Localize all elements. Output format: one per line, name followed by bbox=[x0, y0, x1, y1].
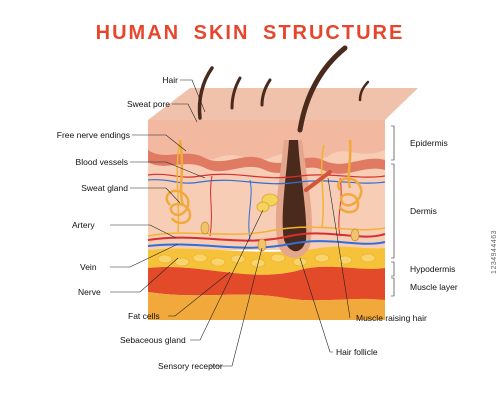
label-dermis: Dermis bbox=[410, 206, 437, 216]
label-fat-cells: Fat cells bbox=[128, 311, 160, 321]
label-sebaceous-gland: Sebaceous gland bbox=[120, 335, 186, 345]
arrector-pili-muscle bbox=[304, 170, 332, 192]
label-hypodermis: Hypodermis bbox=[410, 264, 456, 274]
label-sweat-pore: Sweat pore bbox=[127, 99, 170, 109]
label-epidermis: Epidermis bbox=[410, 138, 448, 148]
label-vein: Vein bbox=[80, 262, 97, 272]
label-sensory-receptor: Sensory receptor bbox=[158, 361, 223, 371]
label-sweat-gland: Sweat gland bbox=[81, 183, 128, 193]
leader-lines bbox=[110, 79, 395, 367]
label-hair: Hair bbox=[162, 75, 178, 85]
image-id-credit: 1234944463 bbox=[491, 230, 498, 274]
sweat-glands bbox=[165, 139, 363, 225]
block-front-face bbox=[148, 88, 418, 320]
sensory-receptors bbox=[200, 221, 360, 252]
label-muscle-layer: Muscle layer bbox=[410, 282, 458, 292]
diagram-title: HUMAN SKIN STRUCTURE bbox=[95, 22, 405, 44]
label-artery: Artery bbox=[72, 220, 95, 230]
label-nerve: Nerve bbox=[78, 287, 101, 297]
label-free-nerve-endings: Free nerve endings bbox=[56, 130, 130, 140]
label-hair-follicle: Hair follicle bbox=[336, 347, 378, 357]
sebaceous-gland bbox=[256, 193, 279, 213]
label-muscle-raising-hair: Muscle raising hair bbox=[356, 313, 427, 323]
label-blood-vessels: Blood vessels bbox=[75, 157, 128, 167]
hair-shafts bbox=[197, 45, 370, 133]
